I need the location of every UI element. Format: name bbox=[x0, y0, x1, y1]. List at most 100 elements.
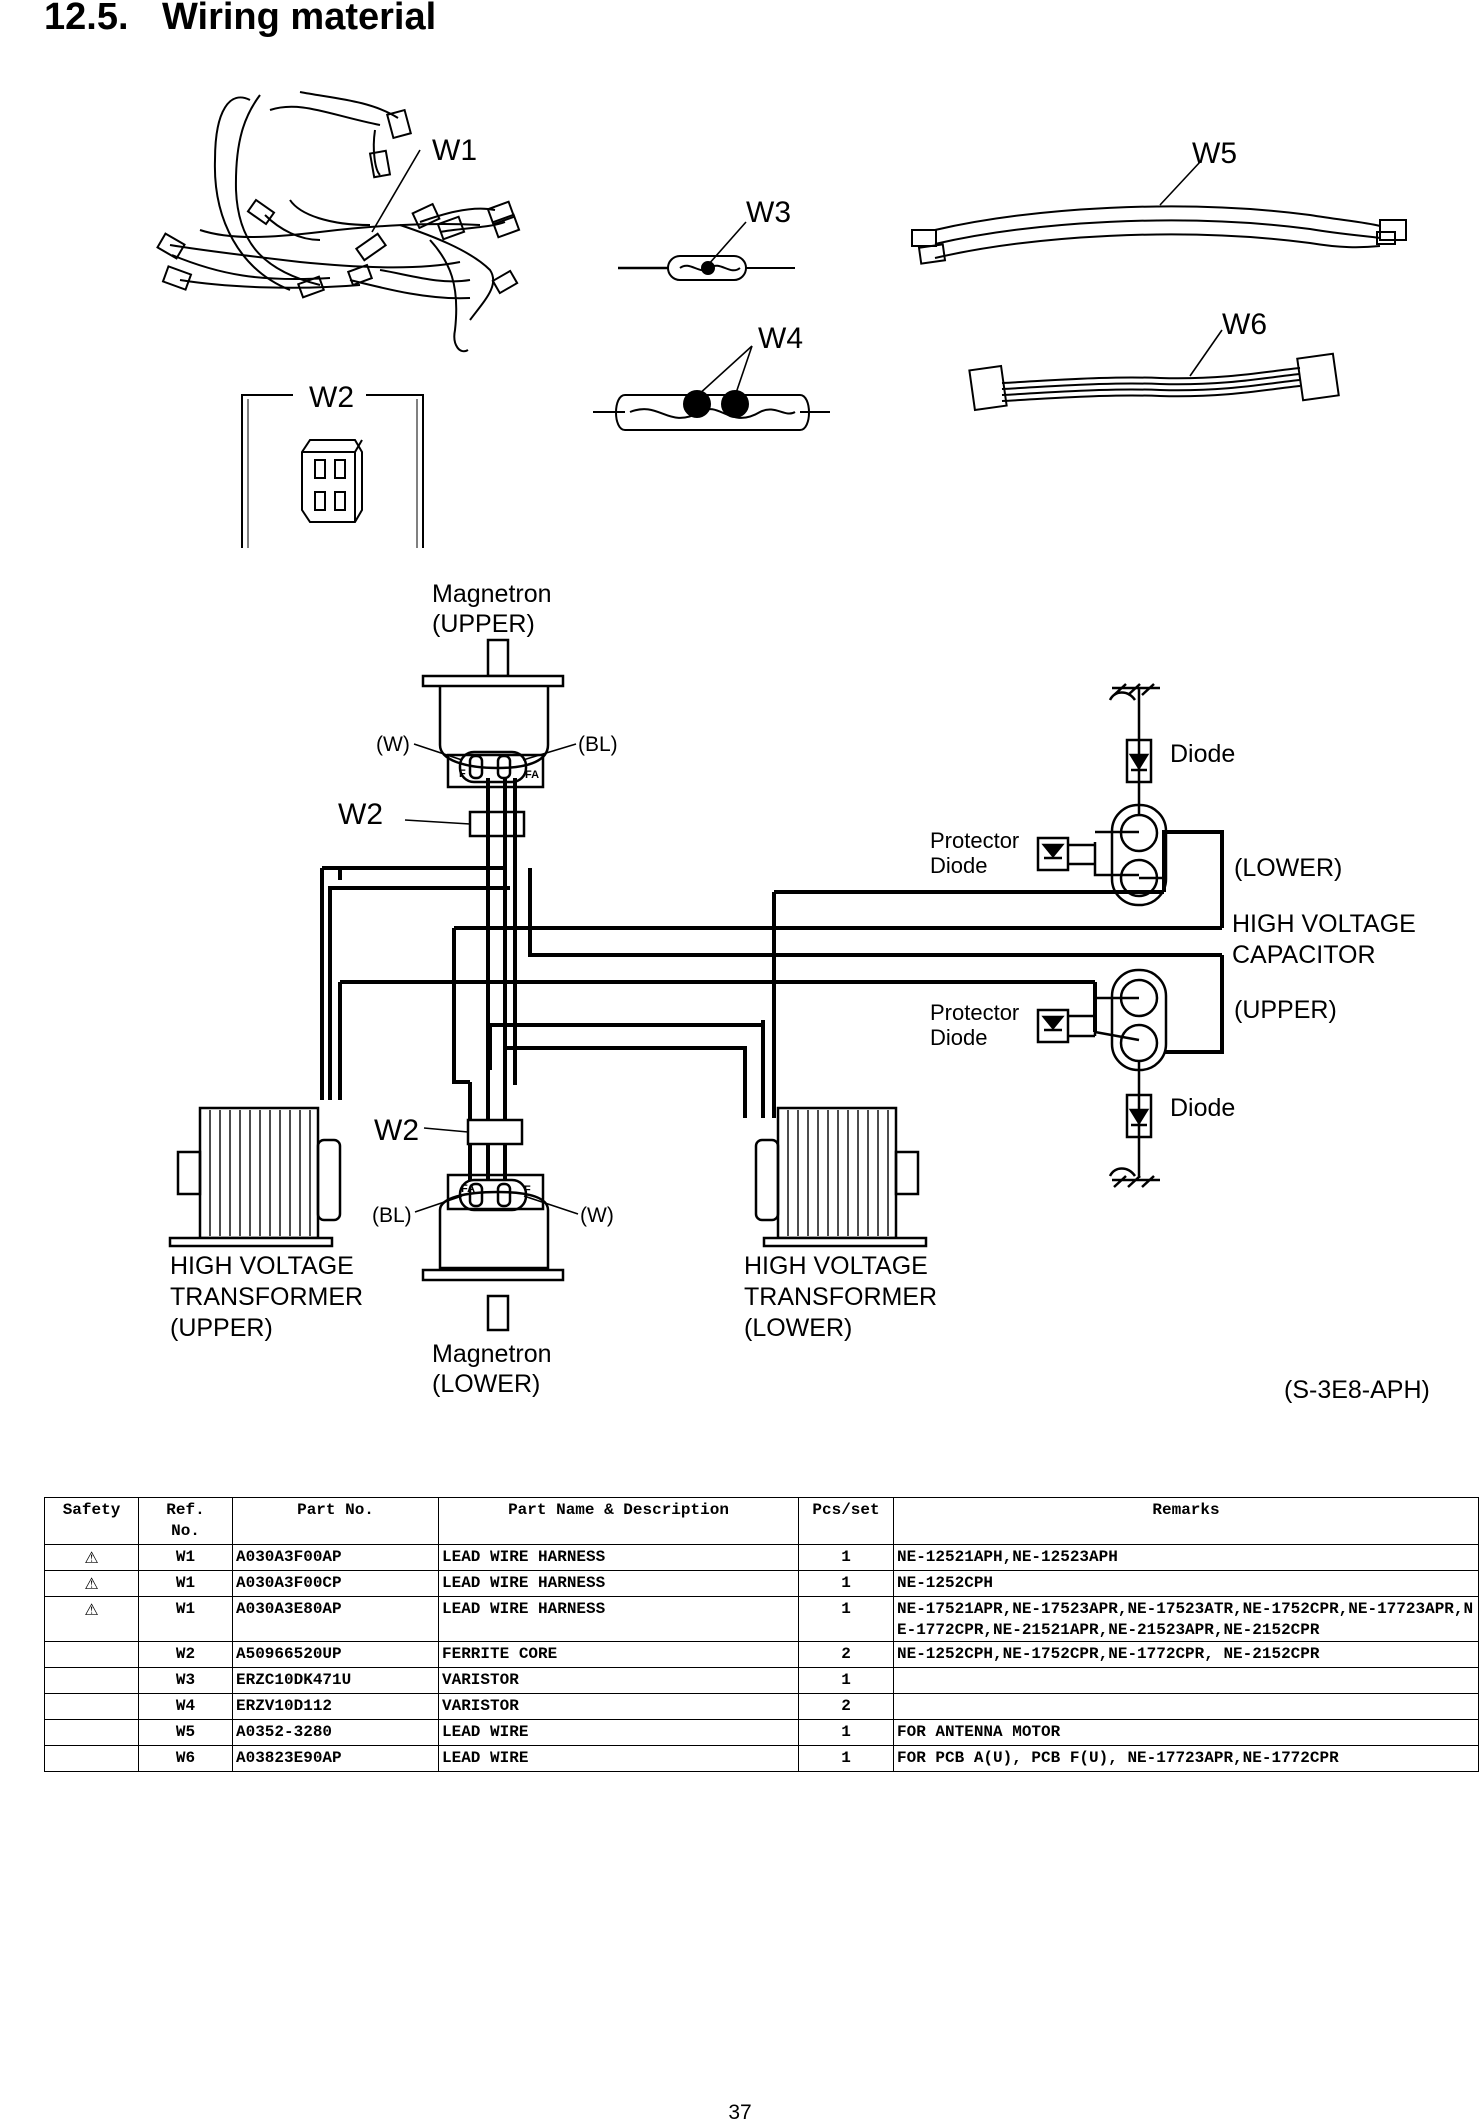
table-row: ⚠ W1 A030A3F00CP LEAD WIRE HARNESS 1 NE-… bbox=[44, 1570, 1479, 1597]
hvt-lower-label-3: (LOWER) bbox=[744, 1314, 852, 1342]
protector-lower-label-2: Diode bbox=[930, 853, 987, 878]
hvt-upper-label-2: TRANSFORMER bbox=[170, 1283, 363, 1311]
part-no-cell: A50966520UP bbox=[232, 1641, 439, 1668]
pcs-cell: 2 bbox=[798, 1693, 894, 1720]
cap-name-label-1: HIGH VOLTAGE bbox=[1232, 910, 1416, 938]
main-wiring bbox=[320, 778, 1224, 1180]
terminal-fa-upper: FA bbox=[525, 769, 539, 781]
safety-cell bbox=[44, 1719, 139, 1746]
header-pcs: Pcs/set bbox=[798, 1497, 894, 1545]
ferrite-upper-label: W2 bbox=[338, 798, 383, 831]
w5-lead-wire-illustration bbox=[911, 161, 1407, 265]
parts-table: Safety Ref.No. Part No. Part Name & Desc… bbox=[44, 1497, 1479, 1772]
remarks-cell bbox=[893, 1667, 1479, 1694]
table-row: W5 A0352-3280 LEAD WIRE 1 FOR ANTENNA MO… bbox=[44, 1719, 1479, 1746]
section-title-text: Wiring material bbox=[162, 0, 437, 38]
table-row: W4 ERZV10D112 VARISTOR 2 bbox=[44, 1693, 1479, 1720]
remarks-cell: NE-17521APR,NE-17523APR,NE-17523ATR,NE-1… bbox=[893, 1596, 1479, 1642]
ref-cell: W3 bbox=[138, 1667, 233, 1694]
safety-cell bbox=[44, 1693, 139, 1720]
ref-cell: W1 bbox=[138, 1570, 233, 1597]
terminal-f-upper: F bbox=[459, 768, 466, 780]
remarks-cell: NE-1252CPH,NE-1752CPR,NE-1772CPR, NE-215… bbox=[893, 1641, 1479, 1668]
remarks-cell bbox=[893, 1693, 1479, 1720]
header-safety: Safety bbox=[44, 1497, 139, 1545]
ref-cell: W5 bbox=[138, 1719, 233, 1746]
section-number: 12.5. bbox=[44, 0, 129, 38]
lead-bl-upper-label: (BL) bbox=[578, 733, 618, 756]
lead-pointer-lines-upper bbox=[413, 743, 577, 761]
table-row: W3 ERZC10DK471U VARISTOR 1 bbox=[44, 1667, 1479, 1694]
part-no-cell: A03823E90AP bbox=[232, 1745, 439, 1772]
w5-label: W5 bbox=[1192, 137, 1237, 170]
safety-cell: ⚠ bbox=[44, 1544, 139, 1571]
w4-label: W4 bbox=[758, 322, 803, 355]
table-row: W6 A03823E90AP LEAD WIRE 1 FOR PCB A(U),… bbox=[44, 1745, 1479, 1772]
header-part-no: Part No. bbox=[232, 1497, 439, 1545]
ref-cell: W1 bbox=[138, 1596, 233, 1642]
lead-w-lower-label: (W) bbox=[580, 1204, 614, 1227]
terminal-fa-lower: FA bbox=[461, 1183, 475, 1195]
w1-harness-illustration bbox=[156, 91, 521, 353]
header-ref: Ref.No. bbox=[138, 1497, 233, 1545]
lead-pointer-lines-lower bbox=[414, 1195, 579, 1215]
description-cell: VARISTOR bbox=[438, 1693, 799, 1720]
part-no-cell: ERZC10DK471U bbox=[232, 1667, 439, 1694]
description-cell: LEAD WIRE HARNESS bbox=[438, 1596, 799, 1642]
ref-cell: W4 bbox=[138, 1693, 233, 1720]
table-header-row: Safety Ref.No. Part No. Part Name & Desc… bbox=[44, 1497, 1479, 1545]
hv-transformer-lower bbox=[754, 1106, 928, 1248]
ref-cell: W1 bbox=[138, 1544, 233, 1571]
header-ref-line-1: Ref. bbox=[166, 1501, 205, 1519]
ref-cell: W6 bbox=[138, 1745, 233, 1772]
remarks-cell: FOR ANTENNA MOTOR bbox=[893, 1719, 1479, 1746]
pcs-cell: 1 bbox=[798, 1544, 894, 1571]
pcs-cell: 1 bbox=[798, 1667, 894, 1694]
description-cell: VARISTOR bbox=[438, 1667, 799, 1694]
description-cell: FERRITE CORE bbox=[438, 1641, 799, 1668]
hv-capacitor-upper bbox=[1094, 968, 1168, 1188]
magnetron-lower-label-2: (LOWER) bbox=[432, 1370, 540, 1398]
description-cell: LEAD WIRE HARNESS bbox=[438, 1570, 799, 1597]
ferrite-lower-label: W2 bbox=[374, 1114, 419, 1147]
magnetron-upper-label-2: (UPPER) bbox=[432, 610, 535, 638]
magnetron-upper bbox=[421, 638, 565, 789]
cap-lower-label: (LOWER) bbox=[1234, 854, 1342, 882]
pcs-cell: 1 bbox=[798, 1745, 894, 1772]
hvt-lower-label-1: HIGH VOLTAGE bbox=[744, 1252, 928, 1280]
lead-bl-lower-label: (BL) bbox=[372, 1204, 412, 1227]
pcs-cell: 1 bbox=[798, 1719, 894, 1746]
safety-cell bbox=[44, 1667, 139, 1694]
protector-upper-label-1: Protector bbox=[930, 1000, 1019, 1025]
remarks-cell: NE-1252CPH bbox=[893, 1570, 1479, 1597]
magnetron-lower-label-1: Magnetron bbox=[432, 1340, 552, 1368]
pcs-cell: 2 bbox=[798, 1641, 894, 1668]
ref-cell: W2 bbox=[138, 1641, 233, 1668]
w6-lead-wire-illustration bbox=[968, 329, 1340, 412]
cap-name-label-2: CAPACITOR bbox=[1232, 941, 1376, 969]
w4-varistor-illustration bbox=[593, 345, 830, 431]
terminal-f-lower: F bbox=[524, 1184, 531, 1196]
safety-cell: ⚠ bbox=[44, 1570, 139, 1597]
hvt-upper-label-3: (UPPER) bbox=[170, 1314, 273, 1342]
lead-w-upper-label: (W) bbox=[376, 733, 410, 756]
w2-ferrite-illustration bbox=[241, 394, 424, 548]
remarks-cell: NE-12521APH,NE-12523APH bbox=[893, 1544, 1479, 1571]
protector-diode-upper bbox=[1036, 1006, 1097, 1044]
part-no-cell: A030A3F00AP bbox=[232, 1544, 439, 1571]
part-no-cell: A0352-3280 bbox=[232, 1719, 439, 1746]
description-cell: LEAD WIRE bbox=[438, 1745, 799, 1772]
hv-capacitor-lower bbox=[1093, 683, 1168, 907]
magnetron-lower bbox=[421, 1173, 565, 1332]
safety-cell: ⚠ bbox=[44, 1596, 139, 1642]
wiring-diagram: W1 W2 W3 W4 bbox=[156, 91, 1430, 1404]
w2-label: W2 bbox=[309, 381, 354, 414]
part-no-cell: A030A3F00CP bbox=[232, 1570, 439, 1597]
pcs-cell: 1 bbox=[798, 1570, 894, 1597]
safety-cell bbox=[44, 1641, 139, 1668]
w1-label: W1 bbox=[432, 134, 477, 167]
w3-label: W3 bbox=[746, 196, 791, 229]
w6-label: W6 bbox=[1222, 308, 1267, 341]
protector-upper-label-2: Diode bbox=[930, 1025, 987, 1050]
cap-upper-label: (UPPER) bbox=[1234, 996, 1337, 1024]
